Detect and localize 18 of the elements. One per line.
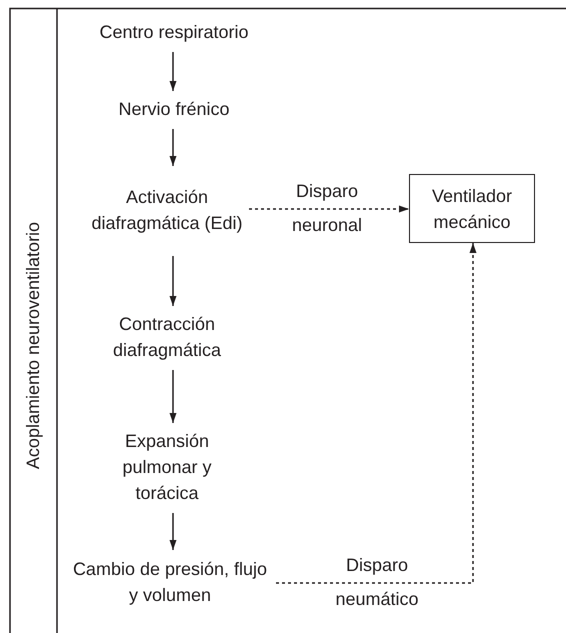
edge-label: Disparo neuronal [290, 180, 364, 237]
arrow [170, 129, 176, 166]
box-label: Ventilador mecánico [430, 184, 514, 234]
arrow [170, 513, 176, 550]
arrow [170, 370, 176, 423]
process-box [409, 174, 535, 243]
step-label: Cambio de presión, flujo y volumen [72, 558, 268, 607]
step-label: Nervio frénico [118, 98, 230, 121]
dashed-arrow [276, 243, 476, 584]
side-band-label: Acoplamiento neuroventilatorio [23, 221, 44, 469]
step-label: Centro respiratorio [99, 21, 249, 44]
step-label: Expansión pulmonar y torácica [121, 430, 213, 505]
arrow [170, 52, 176, 91]
step-label: Activación diafragmática (Edi) [90, 186, 244, 235]
dashed-arrow [249, 206, 409, 212]
arrow [170, 256, 176, 306]
step-label: Contracción diafragmática [112, 313, 222, 362]
edge-label: Disparo neumático [334, 554, 420, 611]
